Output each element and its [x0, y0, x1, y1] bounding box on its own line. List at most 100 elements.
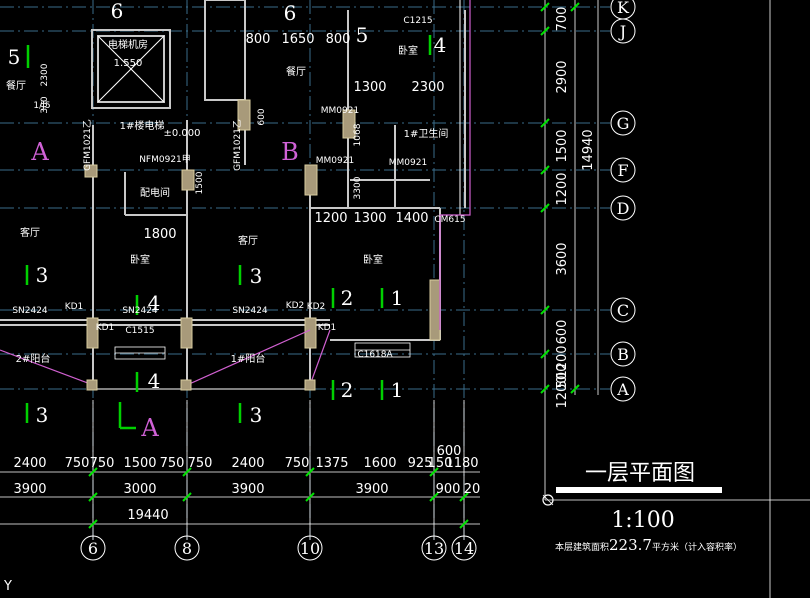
unit-number-0: 6 [111, 0, 124, 23]
code-label-1: KD2 [286, 301, 305, 311]
dim-row2-3: 3900 [355, 482, 388, 497]
axis-bubble-A [610, 376, 636, 402]
unit-number-13: 3 [36, 403, 49, 427]
walls [0, 0, 471, 385]
dim-right-3: 1200 [555, 172, 570, 205]
room-dining-2: 餐厅 [286, 65, 306, 78]
axis-bubble-label-B: B [617, 345, 629, 364]
room-bedroom-2: 卧室 [363, 253, 383, 266]
dim-row1-3: 1500 [123, 456, 156, 471]
dim-row1-12: 1180 [445, 456, 478, 471]
axis-bubble-10 [297, 535, 323, 561]
code-label-14: MM0921 [389, 158, 427, 168]
code-label-2: KD2 [307, 302, 326, 312]
room-bedroom-top: 卧室 [398, 44, 418, 57]
code-label-3: KD1 [96, 323, 115, 333]
dim-misc-2: 2300 [40, 63, 50, 86]
dim-misc-4: 600 [257, 108, 267, 125]
section-letter-1: B [281, 138, 299, 166]
unit-number-9: 1 [391, 286, 404, 310]
axis-bubble-label-8: 8 [182, 539, 192, 558]
dim-row1-9: 1600 [363, 456, 396, 471]
dim-misc-1: 300 [40, 96, 50, 113]
code-label-10: SN2424 [122, 306, 158, 316]
section-markers [25, 35, 432, 430]
unit-number-1: 6 [284, 1, 297, 25]
code-label-16: GFM1021乙 [82, 119, 93, 171]
dim-right-2: 1500 [555, 129, 570, 162]
dim-right-7: 500 [555, 364, 570, 389]
room-stair: 1#楼电梯 [120, 119, 165, 132]
dim-misc-3: 1500 [195, 171, 205, 194]
area-note: 本层建筑面积223.7平方米（计入容积率） [555, 536, 742, 554]
dim-row1-4: 750 [160, 456, 185, 471]
unit-number-5: 3 [36, 263, 49, 287]
axis-bubble-label-J: J [618, 22, 626, 41]
balconies [0, 0, 471, 391]
dim-int-row-2: 1400 [395, 211, 428, 226]
room-balcony-1: 2#阳台 [16, 352, 51, 365]
axis-bubble-label-10: 10 [300, 539, 320, 558]
dim-row2-0: 3900 [13, 482, 46, 497]
axis-bubble-label-6: 6 [88, 539, 98, 558]
unit-number-7: 3 [250, 264, 263, 288]
unit-number-14: 3 [250, 403, 263, 427]
axis-bubble-label-13: 13 [424, 539, 444, 558]
dim-row2-4: 900 [436, 482, 461, 497]
code-label-18: 1/J5 [33, 101, 50, 111]
axis-bubble-label-14: 14 [454, 539, 474, 558]
axis-bubble-label-K: K [617, 0, 630, 17]
dim-int-bath-0: 1300 [353, 80, 386, 95]
dim-row1-0: 2400 [13, 456, 46, 471]
dim-right-5: 600 [555, 320, 570, 345]
dim-int-row-0: 1200 [314, 211, 347, 226]
axis-bubble-label-F: F [617, 161, 628, 180]
code-label-4: KD1 [318, 323, 337, 333]
axis-bubble-D [610, 195, 636, 221]
axis-bubble-13 [421, 535, 447, 561]
elevator-level: 1.550 [114, 58, 143, 69]
dim-total-bottom: 19440 [127, 508, 168, 523]
dim-int-top-2: 800 [326, 32, 351, 47]
dim-bottom-top: 600 [437, 444, 462, 459]
axis-bubble-C [610, 297, 636, 323]
room-power: 配电间 [140, 186, 170, 199]
dim-int-bath-1: 2300 [411, 80, 444, 95]
unit-number-4: 5 [8, 45, 21, 69]
code-label-11: CM615 [434, 215, 465, 225]
dim-misc-6: 3300 [353, 176, 363, 199]
code-label-7: C1618A [357, 350, 393, 360]
dim-int-row-1: 1300 [353, 211, 386, 226]
code-label-9: SN2424 [232, 306, 268, 316]
room-bath: 1#卫生间 [404, 127, 449, 140]
unit-number-6: 4 [148, 291, 161, 315]
dim-row2-2: 3900 [231, 482, 264, 497]
dim-right-8: 1200 [555, 375, 570, 408]
unit-number-10: 4 [148, 369, 161, 393]
axis-bubble-J [610, 18, 636, 44]
code-label-6: C1515 [125, 326, 154, 336]
dim-row2-5: 20 [464, 482, 481, 497]
dim-right-6: 1200 [555, 345, 570, 378]
room-elevator-room: 电梯机房 [108, 38, 148, 51]
dim-row1-6: 2400 [231, 456, 264, 471]
unit-number-11: 2 [341, 378, 354, 402]
axis-bubble-G [610, 110, 636, 136]
dim-right-0: 700 [555, 7, 570, 32]
code-label-13: MM0921 [316, 156, 354, 166]
axis-bubble-F [610, 157, 636, 183]
dim-row1-10: 925 [408, 456, 433, 471]
unit-number-8: 2 [341, 286, 354, 310]
section-letter-0: A [30, 138, 49, 166]
dim-row1-2: 750 [90, 456, 115, 471]
bottom-dimension-lines [0, 400, 480, 540]
dim-row1-5: 750 [188, 456, 213, 471]
dim-misc-5: 1068 [353, 123, 363, 146]
dim-row1-8: 1375 [315, 456, 348, 471]
room-living-1: 客厅 [20, 226, 40, 239]
room-living-2: 客厅 [238, 234, 258, 247]
dim-int-top-1: 1650 [281, 32, 314, 47]
unit-number-3: 4 [434, 33, 447, 57]
code-label-8: SN2424 [12, 306, 48, 316]
